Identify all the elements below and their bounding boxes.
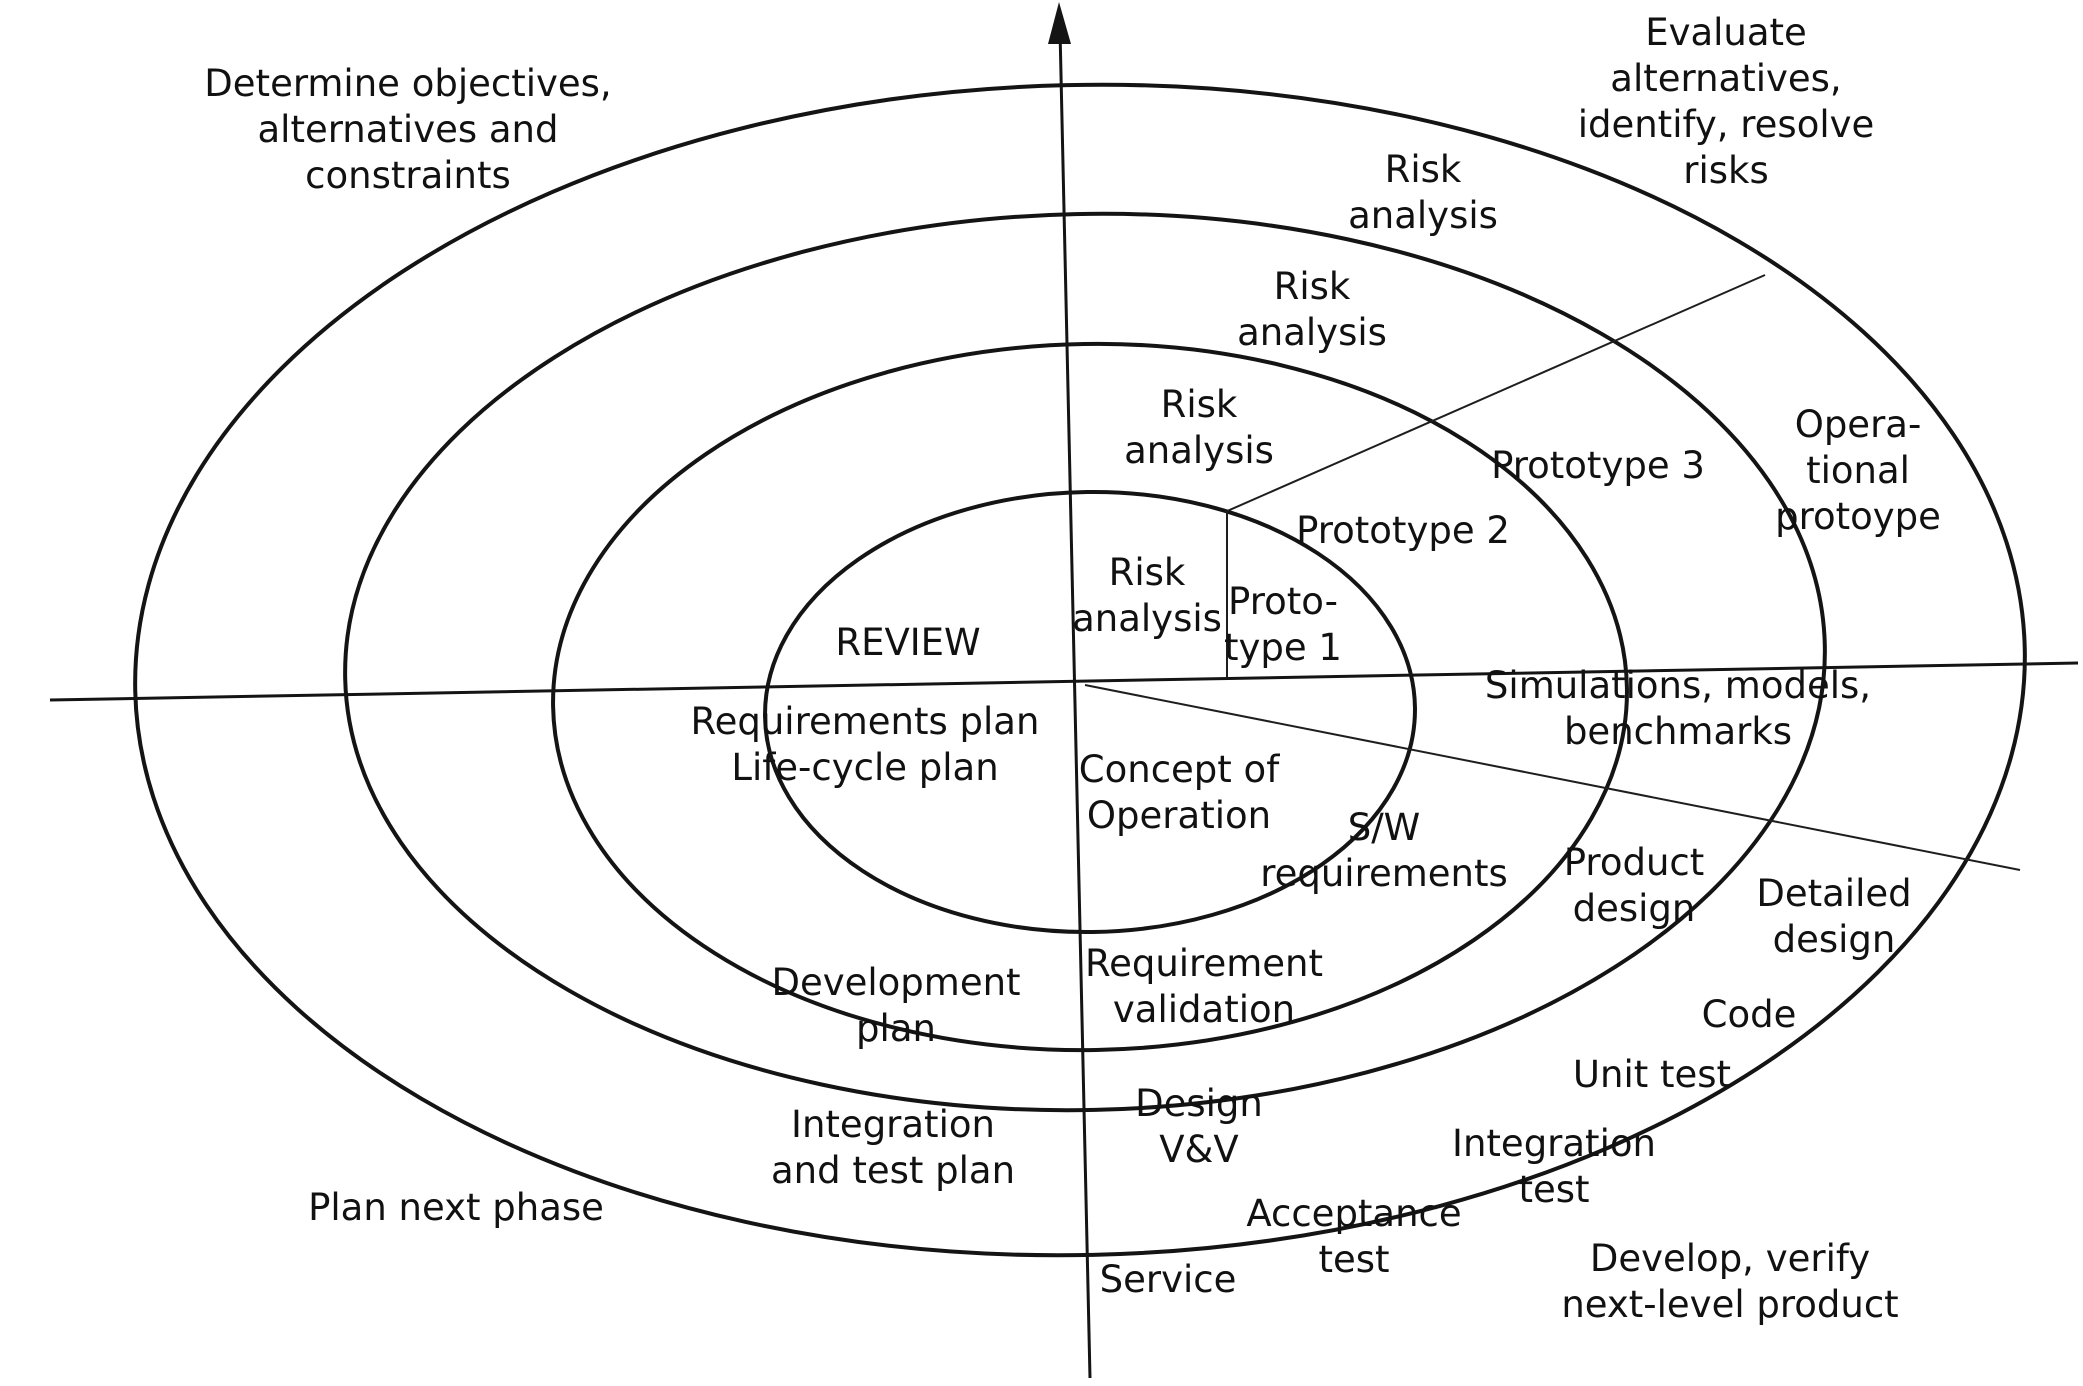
design-vv-label: Design V&V bbox=[1135, 1082, 1263, 1171]
risk-analysis-label-outer: Risk analysis bbox=[1348, 148, 1498, 237]
operational-prototype-label: Opera- tional protoype bbox=[1775, 403, 1941, 538]
horizontal-axis bbox=[49, 661, 2079, 702]
quadrant-label-develop: Develop, verify next-level product bbox=[1561, 1237, 1899, 1326]
review-label: REVIEW bbox=[835, 621, 981, 664]
simulations-label: Simulations, models, benchmarks bbox=[1484, 664, 1872, 753]
integration-test-label: Integration test bbox=[1452, 1122, 1656, 1211]
quadrant-label-risks: Evaluate alternatives, identify, resolve… bbox=[1577, 11, 1875, 192]
spiral-loop-second bbox=[551, 341, 1629, 1053]
integration-plan-label: Integration and test plan bbox=[770, 1103, 1016, 1192]
code-label: Code bbox=[1701, 993, 1797, 1036]
development-divider-lower bbox=[1084, 684, 2021, 871]
risk-analysis-label-inner: Risk analysis bbox=[1072, 551, 1222, 640]
risk-analysis-label-third: Risk analysis bbox=[1237, 265, 1387, 354]
unit-test-label: Unit test bbox=[1572, 1053, 1732, 1096]
prototype-1-label: Proto- type 1 bbox=[1224, 580, 1342, 669]
product-design-label: Product design bbox=[1563, 841, 1705, 930]
detailed-design-label: Detailed design bbox=[1756, 872, 1912, 961]
requirement-validation-label: Requirement validation bbox=[1085, 942, 1323, 1031]
spiral-loop-inner bbox=[763, 489, 1417, 935]
risk-analysis-label-second: Risk analysis bbox=[1124, 383, 1274, 472]
prototype-divider-upper bbox=[1224, 274, 1766, 513]
vertical-axis-arrowhead bbox=[1048, 2, 1071, 44]
prototype-3-label: Prototype 3 bbox=[1491, 444, 1705, 487]
spiral-loop-third bbox=[343, 211, 1827, 1113]
spiral-loop-outer bbox=[133, 82, 2027, 1258]
requirements-plan-label: Requirements plan Life-cycle plan bbox=[690, 700, 1040, 789]
quadrant-label-plan-next: Plan next phase bbox=[308, 1186, 604, 1229]
prototype-2-label: Prototype 2 bbox=[1296, 509, 1510, 552]
concept-of-operation-label: Concept of Operation bbox=[1078, 748, 1280, 837]
vertical-axis bbox=[1058, 29, 1092, 1379]
acceptance-test-label: Acceptance test bbox=[1246, 1192, 1462, 1281]
quadrant-label-objectives: Determine objectives, alternatives and c… bbox=[204, 62, 612, 197]
development-plan-label: Development plan bbox=[771, 961, 1021, 1050]
service-label: Service bbox=[1099, 1258, 1237, 1301]
sw-requirements-label: S/W requirements bbox=[1260, 806, 1508, 895]
